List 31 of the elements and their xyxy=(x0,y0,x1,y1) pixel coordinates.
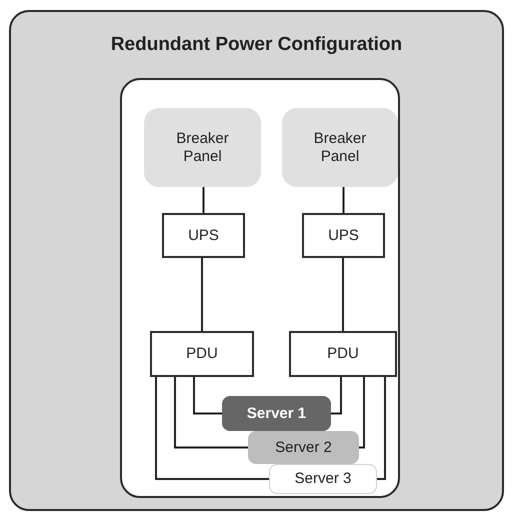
node-label: PDU xyxy=(327,345,359,363)
connector-line xyxy=(331,377,342,414)
server-box xyxy=(222,396,331,431)
device-box xyxy=(150,331,254,377)
node-label: PDU xyxy=(186,345,218,363)
connector-line xyxy=(155,377,269,480)
connector-line xyxy=(377,377,386,480)
node-label: UPS xyxy=(188,226,219,244)
connector-line xyxy=(342,187,344,213)
node-label: Server 3 xyxy=(294,470,352,488)
connector-line xyxy=(201,258,203,331)
connector-line xyxy=(342,258,344,331)
node-label: Server 2 xyxy=(275,438,332,456)
node-label: Breaker Panel xyxy=(312,130,368,166)
server-box xyxy=(269,464,377,494)
connector-line xyxy=(174,377,248,448)
connector-line xyxy=(193,377,222,414)
server-box xyxy=(248,431,359,464)
connector-line xyxy=(202,187,204,213)
outer-panel xyxy=(9,10,504,511)
node-label: UPS xyxy=(328,226,359,244)
node-label: Server 1 xyxy=(246,404,306,422)
device-box xyxy=(302,213,385,258)
breaker-panel-box xyxy=(282,108,398,187)
node-label: Breaker Panel xyxy=(175,130,230,166)
connector-line xyxy=(359,377,365,448)
panel-heading: Redundant Power Configuration xyxy=(110,34,402,57)
inner-panel xyxy=(120,78,400,498)
device-box xyxy=(289,331,397,377)
device-box xyxy=(162,213,245,258)
breaker-panel-box xyxy=(144,108,261,187)
